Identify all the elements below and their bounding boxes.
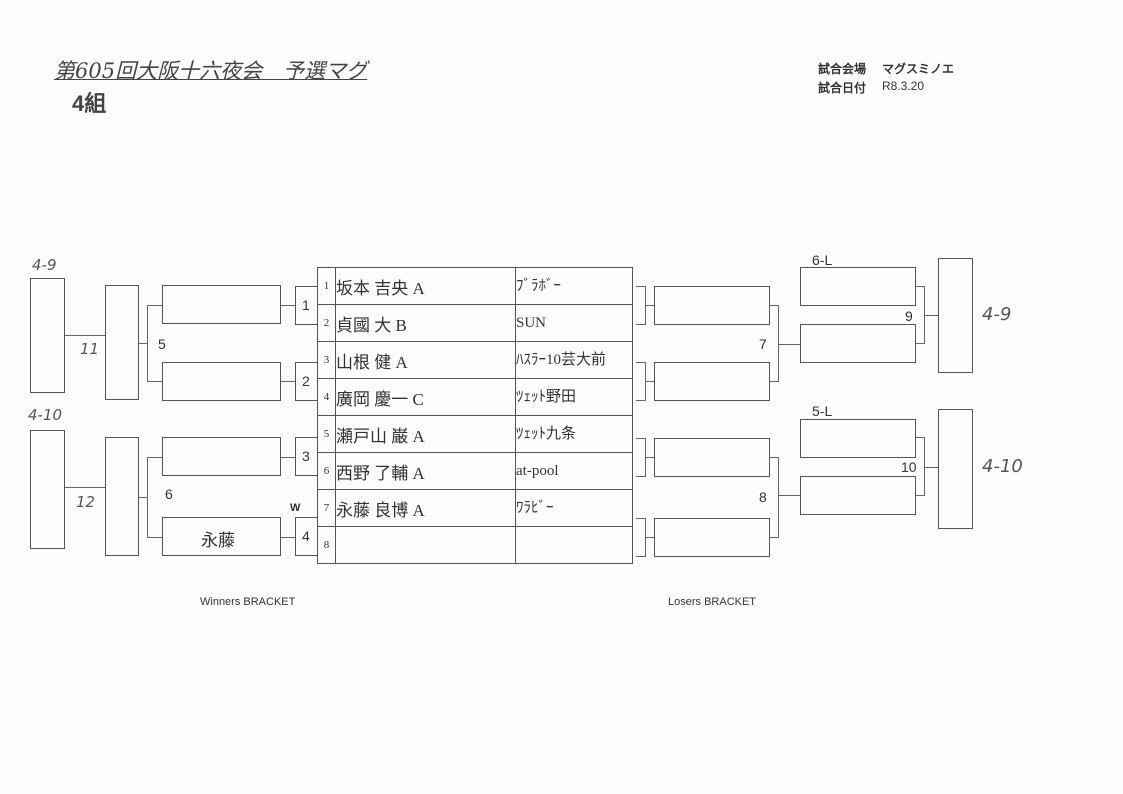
match-8-slot-top[interactable] [654, 438, 770, 477]
seed-bottom-label: 5-L [812, 403, 833, 419]
match-5-label: 5 [158, 336, 166, 352]
group-label: 4組 [72, 91, 107, 116]
team-name[interactable]: at-pool [515, 452, 633, 490]
player-name[interactable]: 坂本 吉央 A [335, 267, 516, 305]
team-name[interactable]: ﾂｪｯﾄ野田 [515, 378, 633, 416]
match-10-slot-bottom[interactable] [800, 476, 916, 515]
match-6-slot-bottom[interactable]: 永藤 [162, 517, 281, 556]
date-label: 試合日付 [818, 81, 867, 95]
match-7-slot-bottom[interactable] [654, 362, 770, 401]
losers-out-top-label: 4-9 [982, 304, 1012, 325]
match-12-label: 12 [76, 493, 96, 511]
match-11-box[interactable] [105, 285, 139, 400]
match-8-label: 8 [759, 489, 767, 505]
match-11-label: 11 [80, 340, 100, 358]
team-name[interactable]: ﾊｽﾗｰ10芸大前 [515, 341, 633, 379]
match-7-label: 7 [759, 336, 767, 352]
match-5-slot-bottom[interactable] [162, 362, 281, 401]
walkover-mark: W [290, 502, 301, 514]
match-5-slot-top[interactable] [162, 285, 281, 324]
player-name[interactable]: 廣岡 慶一 C [335, 378, 516, 416]
match-12-result-box[interactable] [30, 430, 65, 549]
venue-label: 試合会場 [818, 62, 867, 76]
entry-row: 8 [317, 526, 633, 564]
player-name[interactable]: 貞國 大 B [335, 304, 516, 342]
entry-number[interactable]: 6 [317, 452, 336, 490]
team-name[interactable] [515, 526, 633, 564]
winners-out-top-label: 4-9 [32, 256, 57, 274]
match-6-label: 6 [165, 486, 173, 502]
match-8-slot-bottom[interactable] [654, 518, 770, 557]
winners-out-bottom-label: 4-10 [28, 406, 63, 424]
match-9-label: 9 [905, 308, 913, 324]
losers-out-bottom-label: 4-10 [982, 456, 1023, 477]
team-name[interactable]: ﾜﾗﾋﾞｰ [515, 489, 633, 527]
page-title: 第605回大阪十六夜会 予選マグ [54, 59, 368, 83]
entry-number[interactable]: 5 [317, 415, 336, 453]
match-10-result-box[interactable] [938, 409, 973, 529]
player-name[interactable]: 西野 了輔 A [335, 452, 516, 490]
team-name[interactable]: SUN [515, 304, 633, 342]
match-9-result-box[interactable] [938, 258, 973, 373]
match-12-box[interactable] [105, 437, 139, 556]
seed-top-label: 6-L [812, 252, 833, 268]
match-3-box[interactable]: 3 [295, 437, 318, 476]
player-name[interactable]: 瀬戸山 巌 A [335, 415, 516, 453]
match-2-box[interactable]: 2 [295, 362, 318, 401]
team-name[interactable]: ﾂｪｯﾄ九条 [515, 415, 633, 453]
entry-number[interactable]: 1 [317, 267, 336, 305]
winners-bracket-label: Winners BRACKET [200, 596, 296, 608]
entry-number[interactable]: 8 [317, 526, 336, 564]
match-1-box[interactable]: 1 [295, 286, 318, 325]
entry-number[interactable]: 4 [317, 378, 336, 416]
match-4-box[interactable]: 4 [295, 517, 318, 556]
match-11-result-box[interactable] [30, 278, 65, 393]
player-name[interactable] [335, 526, 516, 564]
match-9-slot-top[interactable] [800, 267, 916, 306]
entry-number[interactable]: 3 [317, 341, 336, 379]
match-6-slot-top[interactable] [162, 437, 281, 476]
player-name[interactable]: 山根 健 A [335, 341, 516, 379]
match-7-slot-top[interactable] [654, 286, 770, 325]
losers-bracket-label: Losers BRACKET [668, 596, 757, 608]
match-10-label: 10 [901, 459, 917, 475]
entry-number[interactable]: 2 [317, 304, 336, 342]
entry-number[interactable]: 7 [317, 489, 336, 527]
match-9-slot-bottom[interactable] [800, 324, 916, 363]
match-10-slot-top[interactable] [800, 419, 916, 458]
player-name[interactable]: 永藤 良博 A [335, 489, 516, 527]
venue-value: マグスミノエ [882, 62, 955, 76]
team-name[interactable]: ﾌﾞﾗﾎﾞｰ [515, 267, 633, 305]
date-value: R8.3.20 [882, 79, 925, 93]
